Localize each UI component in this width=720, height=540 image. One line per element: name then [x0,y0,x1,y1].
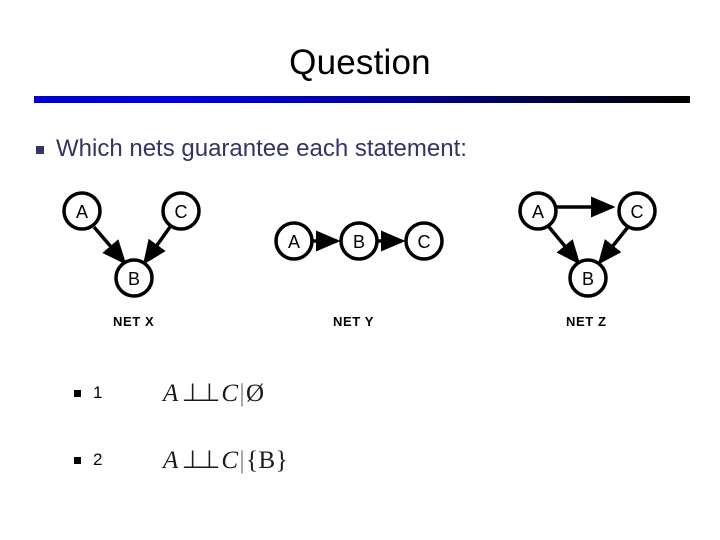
net-y-node-a-label: A [288,232,300,252]
net-x-node-c-label: C [175,202,188,222]
statement-2: 2 A⊥⊥C|{B} [74,445,288,475]
net-z-caption: NET Z [566,314,607,329]
net-z-node-b [568,258,608,298]
prompt-text: Which nets guarantee each statement: [56,135,467,162]
statement-2-equation: A⊥⊥C|{B} [163,445,288,475]
statement-2-rhs: C [221,447,239,474]
statement-1-condition: Ø [246,380,265,407]
net-x-caption: NET X [113,314,155,329]
statement-1-equation: A⊥⊥C|Ø [163,378,265,408]
net-z-node-b-label: B [582,269,594,289]
square-bullet-icon [74,389,81,397]
title-divider-rule [34,96,690,103]
statement-1-number: 1 [93,383,103,402]
net-y-node-b [339,221,379,261]
statement-2-number: 2 [93,450,103,469]
net-y-node-c-label: C [418,232,431,252]
net-y-node-b-label: B [353,232,365,252]
net-z-edge-c-b [597,225,630,265]
network-diagrams: A C B A B C A C B [0,180,720,340]
net-y-caption: NET Y [333,314,375,329]
net-x-edge-c-b [142,225,172,265]
statement-2-lhs: A [163,447,179,474]
net-x-node-c [161,191,201,231]
net-z-node-a [518,191,558,231]
networks-svg: A C B A B C A C B [62,191,657,298]
square-bullet-icon [36,146,44,154]
net-x-edge-a-b [92,225,127,265]
net-x-node-a-label: A [76,202,88,222]
statement-1: 1 A⊥⊥C|Ø [74,378,265,408]
statement-1-rhs: C [221,380,239,407]
net-y-graph: A B C [274,221,444,261]
net-z-node-a-label: A [532,202,544,222]
statement-2-condition: {B} [246,447,289,474]
conditioning-bar: | [239,380,246,407]
net-x-node-b [114,258,154,298]
prompt-bullet: Which nets guarantee each statement: [36,134,467,164]
square-bullet-icon [74,456,81,464]
net-y-node-a [274,221,314,261]
conditioning-bar: | [239,447,246,474]
net-x-node-a [62,191,102,231]
net-z-node-c [617,191,657,231]
net-x-graph: A C B [62,191,201,298]
net-z-graph: A C B [518,191,657,298]
net-y-node-c [404,221,444,261]
net-z-node-c-label: C [631,202,644,222]
page-title: Question [289,43,431,82]
net-x-node-b-label: B [128,269,140,289]
independence-symbol: ⊥⊥ [181,380,221,407]
net-z-edge-a-b [547,225,581,265]
independence-symbol: ⊥⊥ [181,447,221,474]
statement-1-lhs: A [163,380,179,407]
